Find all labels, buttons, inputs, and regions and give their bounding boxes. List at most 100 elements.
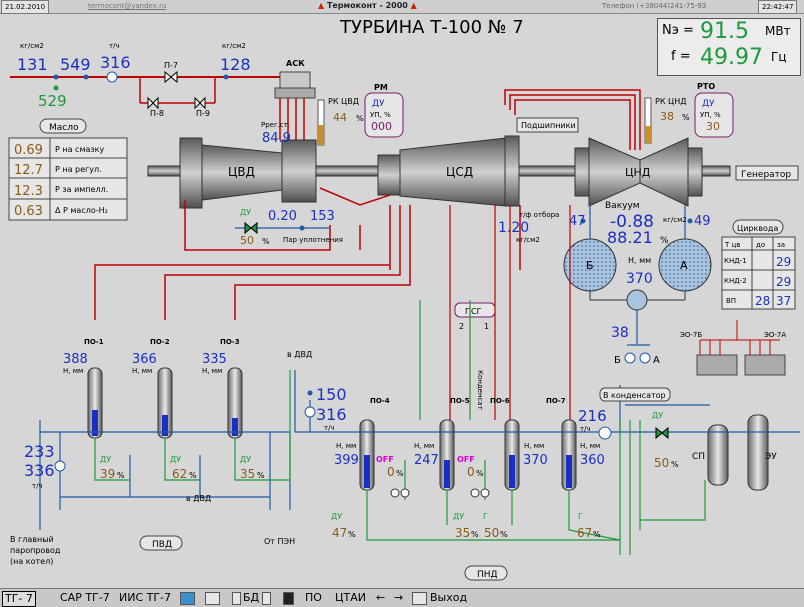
pump-icon[interactable] [390, 488, 400, 498]
to-condenser-label: В конденсатор [603, 391, 666, 400]
eo7a-label: ЭО-7А [764, 331, 786, 339]
po4-label: ПО-4 [370, 397, 390, 405]
pvd-from-pen: От ПЭН [264, 537, 295, 546]
oil-value-4: 0.63 [14, 204, 43, 219]
exit-icon[interactable] [412, 592, 427, 605]
rm-regulator-box[interactable] [364, 92, 404, 138]
sar-tab[interactable]: САР ТГ-7 [60, 591, 110, 604]
chart-icon[interactable] [180, 592, 195, 605]
oil-table [8, 137, 128, 221]
rto-du: ДУ [702, 99, 715, 109]
page-title: ТУРБИНА Т-100 № 7 [339, 17, 524, 38]
cnd-casing[interactable] [574, 137, 703, 207]
oil-label-4: Δ Р масло-Н₂ [55, 206, 108, 215]
preg-label: Ррег.ст. [261, 121, 290, 129]
pnd-g-6: Г [483, 512, 488, 521]
psg-condensate: Конденсат [476, 370, 484, 410]
pnd-level-6: 370 [523, 453, 548, 468]
pnd-f216: 216 [578, 407, 607, 425]
ask-label: АСК [286, 59, 305, 68]
csd-casing[interactable] [377, 135, 520, 207]
pvd-pct-1: 39 [100, 467, 115, 481]
generator-label: Генератор [741, 170, 791, 180]
cvd-label: ЦВД [228, 165, 255, 179]
pnd-level-unit-6: Н, мм [524, 442, 544, 450]
cond-level-value: 370 [626, 271, 653, 287]
pnd-pct-unit-50: % [500, 530, 508, 539]
iis-tab[interactable]: ИИС ТГ-7 [119, 591, 172, 604]
pvd-pct-unit-2: % [189, 471, 197, 480]
pnd-off-2[interactable]: OFF [457, 455, 475, 464]
po-icon[interactable] [283, 592, 294, 605]
generator-box[interactable] [735, 165, 799, 181]
seal-pct-unit: % [262, 237, 270, 246]
pnd-pct-47: 47 [332, 526, 347, 540]
circ-row2-za: 29 [776, 275, 791, 289]
rm-value: 000 [371, 120, 392, 133]
pnd-badge [464, 565, 508, 581]
cvd-casing[interactable] [179, 137, 317, 209]
email-link[interactable]: termocont@yandex.ru [88, 2, 167, 10]
rm-label: РМ [374, 83, 388, 92]
ask-valve-block[interactable] [274, 71, 316, 140]
ejector-block[interactable] [696, 320, 786, 376]
pnd-du2: ДУ [652, 411, 663, 420]
pnd-to-dvd: в ДВД [287, 350, 312, 359]
cond-valve-icon[interactable] [655, 426, 669, 440]
pump-icon[interactable] [400, 488, 410, 498]
po-button[interactable]: ПО [305, 591, 322, 604]
oil-title: Масло [49, 123, 79, 133]
pnd-pct-50b: 50 [654, 456, 669, 470]
pvd-heaters[interactable] [87, 367, 243, 439]
pnd-off-1[interactable]: OFF [376, 455, 394, 464]
circ-row3-do: 28 [755, 294, 770, 308]
pnd-label: ПНД [477, 570, 498, 580]
ctai-button[interactable]: ЦТАИ [335, 591, 367, 604]
preg-value: 84.9 [262, 131, 291, 146]
exit-button[interactable]: Выход [430, 591, 468, 604]
pump-a-label: А [653, 355, 660, 366]
pnd-du-5: ДУ [453, 512, 464, 521]
rm-du: ДУ [372, 99, 385, 109]
to-condenser-badge[interactable] [599, 387, 671, 402]
pump-b-label: Б [614, 355, 621, 366]
pump-icon[interactable] [470, 488, 480, 498]
pnd-heaters[interactable] [359, 414, 769, 491]
pvd-water-lines [39, 420, 291, 530]
app-title-text: Термоконт - 2000 [326, 1, 408, 10]
seal-valve-icon[interactable] [244, 221, 258, 235]
eo7b-label: ЭО-7Б [680, 331, 702, 339]
tg7-tab[interactable]: ТГ- 7 [2, 591, 36, 607]
bd-button[interactable]: БД [243, 591, 260, 604]
circ-row3-name: ВП [726, 297, 736, 305]
db-icon[interactable] [232, 592, 241, 605]
rk-cnd-bar-fill [645, 126, 651, 143]
bearings-button[interactable] [516, 117, 579, 133]
time-readout: 22:42:47 [758, 0, 798, 14]
pnd-du-4: ДУ [331, 512, 342, 521]
phone-text: Телефон (+38044)241-75-93 [602, 2, 707, 10]
oil-label-1: Р на смазку [55, 145, 104, 154]
steam-unit-mid: т/ч [109, 42, 120, 50]
rto-up: УП, % [700, 111, 721, 119]
copy-icon[interactable] [262, 592, 271, 605]
f-label: f = [671, 49, 691, 64]
ne-label: Nэ = [662, 23, 694, 38]
bottom-toolbar: ТГ- 7 САР ТГ-7 ИИС ТГ-7 БД ПО ЦТАИ ← → В… [0, 588, 804, 607]
pnd-pct-unit-35: % [471, 530, 479, 539]
oil-label-2: Р на регул. [55, 165, 102, 174]
csd-label: ЦСД [446, 165, 473, 179]
pvd-main-steam-3: (на котел) [10, 557, 53, 566]
rto-label: РТО [697, 82, 715, 91]
rto-regulator-box[interactable] [694, 92, 734, 138]
pnd-level-5: 247 [414, 453, 439, 468]
p-in-value: 131 [17, 55, 48, 74]
arrow-left-icon[interactable]: ← [376, 591, 386, 604]
pvd-du-3: ДУ [240, 455, 251, 464]
tf-label: т/ф отбора [519, 211, 559, 219]
monitor-icon[interactable] [205, 592, 220, 605]
pnd-pct-50: 50 [484, 526, 499, 540]
pump-icon[interactable] [480, 488, 490, 498]
arrow-right-icon[interactable]: → [394, 591, 404, 604]
pvd-level-unit-1: Н, мм [63, 367, 83, 375]
